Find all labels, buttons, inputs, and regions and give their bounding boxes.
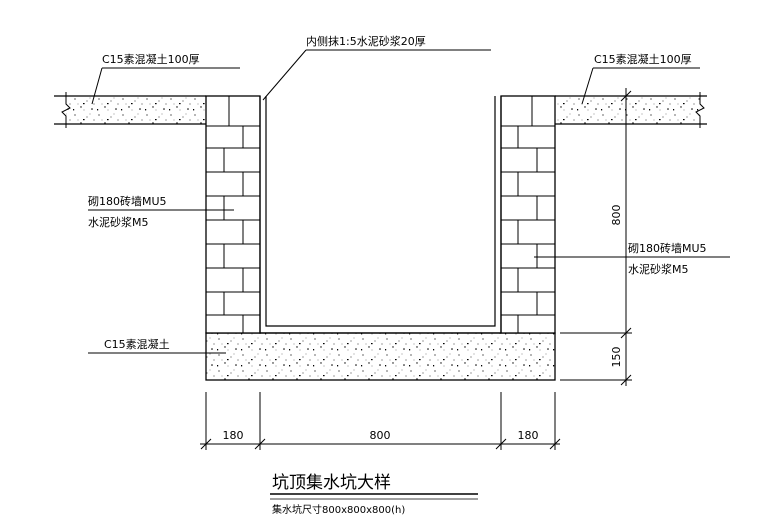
inner-plaster-lining bbox=[259, 96, 502, 334]
brick-right-label-1: 砌180砖墙MU5 bbox=[628, 241, 707, 255]
dim-bottom-left: 180 bbox=[223, 429, 244, 442]
inner-plaster-label: 内侧抹1:5水泥砂浆20厚 bbox=[306, 34, 426, 48]
top-right-slab bbox=[555, 92, 707, 128]
title-underline bbox=[270, 493, 478, 500]
c15-top-left-label: C15素混凝土100厚 bbox=[102, 52, 200, 66]
drawing-title: 坑顶集水坑大样 bbox=[272, 473, 391, 493]
drawing-subtitle: 集水坑尺寸800x800x800(h) bbox=[272, 503, 405, 516]
top-left-slab bbox=[54, 92, 206, 128]
leader-lines bbox=[88, 49, 730, 354]
dim-bottom-right: 180 bbox=[518, 429, 539, 442]
dim-bottom-mid: 800 bbox=[370, 429, 391, 442]
bottom-dimension bbox=[200, 392, 561, 450]
brick-right-label-2: 水泥砂浆M5 bbox=[628, 262, 689, 276]
c15-top-right-label: C15素混凝土100厚 bbox=[594, 52, 692, 66]
brick-left-label-1: 砌180砖墙MU5 bbox=[88, 194, 167, 208]
c15-bottom-label: C15素混凝土 bbox=[104, 337, 170, 351]
right-brick-wall bbox=[500, 95, 556, 334]
brick-left-label-2: 水泥砂浆M5 bbox=[88, 215, 149, 229]
dim-right-base: 150 bbox=[610, 347, 623, 368]
bottom-concrete-base bbox=[205, 332, 556, 381]
dim-right-height: 800 bbox=[610, 205, 623, 226]
right-dimension bbox=[560, 88, 632, 386]
left-brick-wall bbox=[205, 95, 261, 334]
